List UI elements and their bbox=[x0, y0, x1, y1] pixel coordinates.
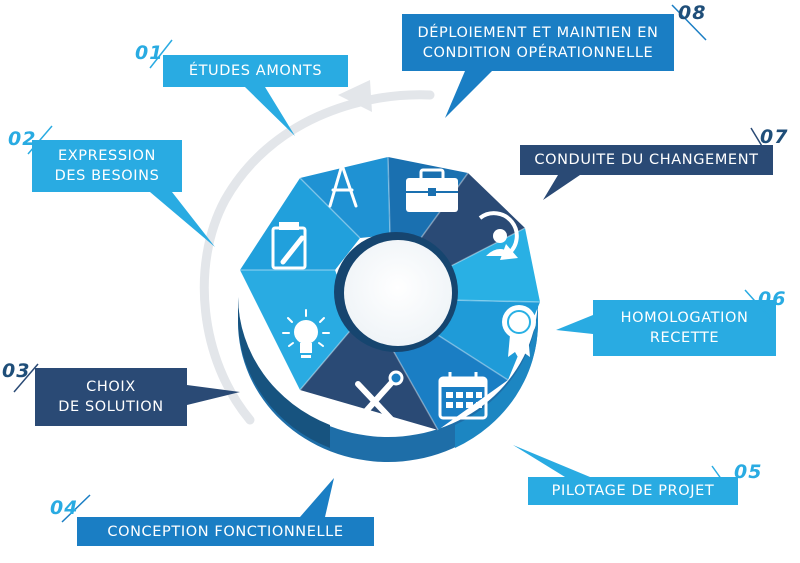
callout-02-label-line-2: DES BESOINS bbox=[54, 168, 160, 184]
ring-depth bbox=[238, 297, 539, 462]
callout-01-label: ÉTUDES AMONTS bbox=[188, 63, 323, 79]
callout-08: DÉPLOIEMENT ET MAINTIEN EN CONDITION OPÉ… bbox=[402, 14, 674, 71]
callout-07: CONDUITE DU CHANGEMENT bbox=[520, 145, 773, 175]
callout-05-label: PILOTAGE DE PROJET bbox=[551, 483, 715, 499]
callout-06: HOMOLOGATION RECETTE bbox=[593, 300, 776, 356]
callout-06-label-line-2: RECETTE bbox=[649, 330, 720, 346]
step-07-number: 07 bbox=[760, 126, 789, 148]
briefcase-icon bbox=[406, 168, 458, 212]
person-cycle-icon bbox=[478, 211, 519, 260]
cycle-arrowhead bbox=[338, 80, 372, 112]
callout-08-label-line-2: CONDITION OPÉRATIONNELLE bbox=[422, 44, 654, 61]
callout-04: CONCEPTION FONCTIONNELLE bbox=[77, 517, 374, 546]
callout-07-label: CONDUITE DU CHANGEMENT bbox=[534, 152, 759, 168]
callout-02: EXPRESSION DES BESOINS bbox=[32, 140, 182, 192]
lightbulb-icon bbox=[282, 309, 330, 358]
callout-03-label-line-2: DE SOLUTION bbox=[58, 399, 164, 415]
segment-07 bbox=[418, 173, 525, 268]
step-02-number: 02 bbox=[8, 128, 37, 150]
callout-03: CHOIX DE SOLUTION bbox=[35, 368, 187, 426]
rosette-icon bbox=[502, 305, 536, 359]
step-05-number: 05 bbox=[734, 461, 763, 483]
callout-shapes bbox=[13, 4, 776, 546]
tools-icon bbox=[355, 370, 404, 423]
callout-08-label-line-1: DÉPLOIEMENT ET MAINTIEN EN bbox=[417, 24, 659, 41]
step-08-number: 08 bbox=[678, 2, 707, 24]
callout-02-label-line-1: EXPRESSION bbox=[57, 148, 157, 164]
segment-01b bbox=[300, 157, 390, 238]
callout-04-label: CONCEPTION FONCTIONNELLE bbox=[107, 523, 344, 540]
segment-03 bbox=[300, 325, 438, 430]
ring-dividers bbox=[240, 156, 541, 431]
callout-03-label-line-1: CHOIX bbox=[86, 379, 136, 395]
step-06-number: 06 bbox=[758, 288, 787, 310]
step-01-number: 01 bbox=[135, 42, 164, 64]
callout-06-label-line-1: HOMOLOGATION bbox=[620, 310, 749, 326]
callout-05: PILOTAGE DE PROJET bbox=[528, 477, 738, 505]
calendar-icon bbox=[438, 372, 488, 420]
ring-hole bbox=[344, 240, 452, 346]
segment-06 bbox=[447, 228, 540, 302]
callout-01: ÉTUDES AMONTS bbox=[163, 55, 348, 87]
segment-01 bbox=[240, 178, 360, 270]
compass-icon bbox=[328, 155, 358, 208]
step-04-number: 04 bbox=[50, 497, 79, 519]
notepad-pencil-icon bbox=[271, 222, 307, 270]
step-03-number: 03 bbox=[2, 360, 31, 382]
